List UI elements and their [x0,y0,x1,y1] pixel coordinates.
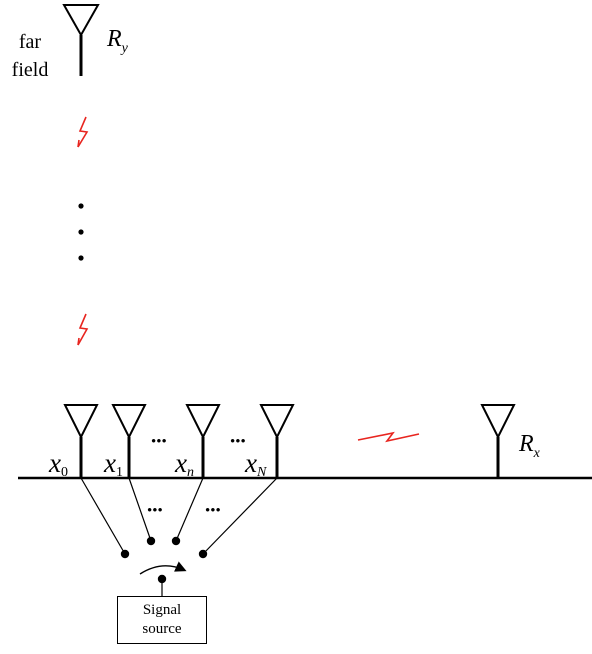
signal-source-box: Signal source [117,596,207,644]
far-field-label: far field [4,28,56,84]
feed-lines [80,477,278,555]
side-receiver-label: Rx [518,431,541,461]
vertical-ellipsis [78,203,84,261]
far-receiver-label: Ry [106,26,129,56]
far-receiver-antenna [62,4,100,76]
element-label-N: xN [244,448,267,480]
element-label-n: xn [174,448,194,480]
array-antenna-0 [63,404,99,478]
ellipsis-lower-1: ••• [147,503,163,519]
side-link [357,431,420,443]
array-antenna-n [185,404,221,478]
ellipsis-upper-1: ••• [151,434,167,450]
element-label-0: x0 [48,448,68,480]
far-field-link-upper [77,116,89,148]
ellipsis-upper-2: ••• [230,434,246,450]
array-antenna-1 [111,404,147,478]
switch-contacts [120,536,208,584]
array-antenna-N [259,404,295,478]
ellipsis-lower-2: ••• [205,503,221,519]
far-field-line-2: field [11,59,49,81]
side-receiver-antenna [480,404,516,478]
element-label-1: x1 [103,448,123,480]
switch-arrow [139,561,187,575]
signal-source-line-2: source [142,621,182,637]
far-field-link-lower [77,313,89,346]
far-field-line-1: far [18,31,42,53]
signal-source-line-1: Signal [142,602,182,618]
